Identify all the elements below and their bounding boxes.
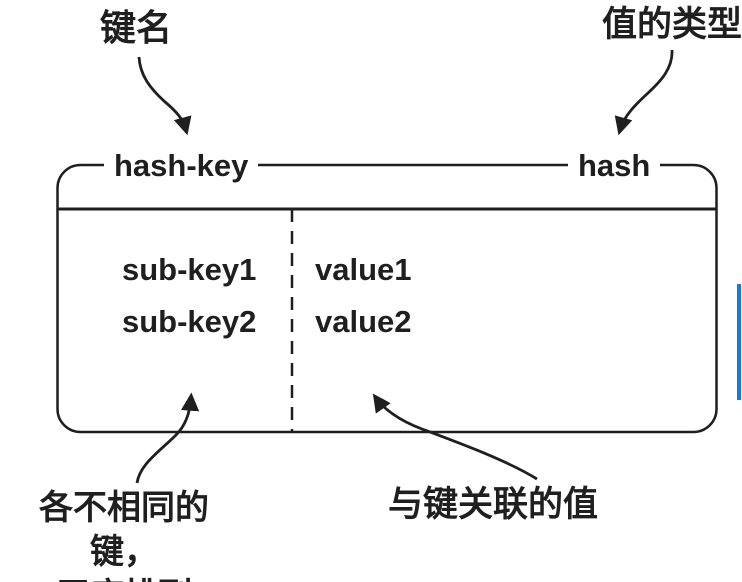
distinct-keys-annotation-line1: 各不相同的键， <box>39 489 209 571</box>
arrow-key-name-icon <box>137 56 192 136</box>
hash-key-label: hash-key <box>104 148 259 184</box>
key-name-annotation: 键名 <box>100 7 173 48</box>
value-2-cell: value2 <box>315 304 412 339</box>
associated-values-annotation: 与键关联的值 <box>388 485 599 524</box>
value-1-cell: value1 <box>315 252 412 287</box>
sub-key-1-cell: sub-key1 <box>122 252 257 287</box>
distinct-keys-annotation-line2: 无序排列 <box>10 574 238 582</box>
hash-box-outline <box>56 163 718 434</box>
sub-key-2-cell: sub-key2 <box>122 304 257 339</box>
hash-type-label: hash <box>568 148 661 184</box>
page-edge-accent-bar <box>737 284 741 400</box>
distinct-keys-annotation: 各不相同的键， 无序排列 <box>10 486 238 582</box>
arrow-distinct-keys-icon <box>135 392 200 484</box>
arrow-value-type-icon <box>614 49 674 136</box>
value-type-annotation: 值的类型 <box>602 5 742 44</box>
arrow-associated-values-icon <box>372 393 538 481</box>
